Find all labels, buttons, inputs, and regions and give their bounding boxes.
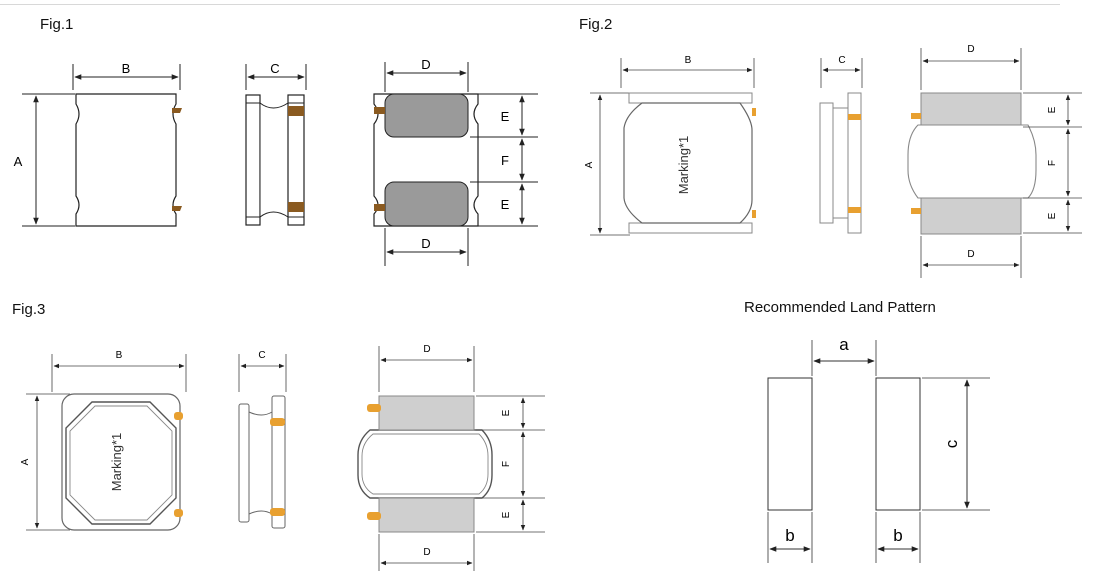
fig3-dim-d-bottom: D <box>378 534 475 571</box>
fig1-label-f: F <box>501 153 509 168</box>
fig2-label-f: F <box>1047 160 1058 166</box>
fig1-pad-top <box>384 93 469 138</box>
fig1-side-view <box>245 94 305 226</box>
fig2-dim-d-top: D <box>920 44 1022 90</box>
fig3-label-c: C <box>258 350 265 361</box>
fig3-marking: Marking*1 <box>109 433 124 492</box>
fig2-label-d-bottom: D <box>967 249 974 260</box>
fig3-dim-c: C <box>238 350 287 392</box>
land-pad-left <box>767 377 813 511</box>
land-dim-b-left: b <box>767 512 813 563</box>
land-dim-a: a <box>811 335 877 376</box>
fig2-label-c: C <box>838 55 845 66</box>
fig1-dim-b: B <box>72 61 181 90</box>
fig1-group: B A C <box>14 57 538 266</box>
fig1-dim-a: A <box>14 93 75 227</box>
land-pattern-caption: Recommended Land Pattern <box>744 299 936 316</box>
fig3-dim-d-top: D <box>378 344 475 392</box>
fig3-label-e-bottom: E <box>501 511 512 518</box>
fig2-side-view <box>819 92 862 234</box>
fig1-label-a: A <box>14 154 23 169</box>
fig3-label-d-bottom: D <box>423 547 430 558</box>
fig2-group: B A Marking*1 C <box>584 44 1082 278</box>
land-label-a: a <box>839 335 849 354</box>
fig2-pad-top <box>920 92 1022 126</box>
fig2-bottom-view <box>907 92 1037 235</box>
fig1-terminal-bottom <box>172 206 182 211</box>
fig3-side-view <box>238 395 286 529</box>
top-divider <box>0 4 1060 5</box>
land-pattern-group: a c b b <box>767 335 990 563</box>
fig1-caption: Fig.1 <box>40 16 74 33</box>
fig1-label-e-bottom: E <box>501 197 510 212</box>
fig2-label-a: A <box>584 161 595 168</box>
fig2-dim-a: A <box>584 92 630 236</box>
fig3-bottom-view <box>357 395 493 533</box>
fig2-label-e-top: E <box>1047 106 1058 113</box>
fig3-dim-b: B <box>51 350 187 392</box>
land-pad-right <box>875 377 921 511</box>
fig2-dim-d-bottom: D <box>920 236 1022 278</box>
fig1-bottom-view <box>373 93 479 227</box>
fig2-label-b: B <box>685 55 692 66</box>
fig3-label-e-top: E <box>501 409 512 416</box>
fig3-group: B A Marking*1 C <box>20 344 545 571</box>
fig3-caption: Fig.3 <box>12 301 46 318</box>
fig2-pad-bottom <box>920 197 1022 235</box>
land-label-b-left: b <box>785 526 794 545</box>
fig2-marking: Marking*1 <box>676 136 691 195</box>
fig3-label-f: F <box>501 461 512 467</box>
fig2-dim-c: C <box>820 55 863 88</box>
fig3-label-a: A <box>20 458 31 465</box>
fig3-dim-efe: E F E <box>476 395 545 533</box>
fig1-dim-efe: E F E <box>470 93 538 227</box>
land-dim-b-right: b <box>875 512 921 563</box>
fig2-caption: Fig.2 <box>579 16 613 33</box>
fig1-dim-c: C <box>245 61 307 90</box>
fig3-label-b: B <box>116 350 123 361</box>
fig1-pad-bottom <box>384 181 469 227</box>
fig1-label-d-top: D <box>421 57 430 72</box>
fig1-label-e-top: E <box>501 109 510 124</box>
fig2-label-d-top: D <box>967 44 974 55</box>
fig1-label-d-bottom: D <box>421 236 430 251</box>
land-label-c: c <box>942 439 961 448</box>
fig1-label-c: C <box>270 61 279 76</box>
fig1-terminal-top <box>172 108 182 113</box>
fig1-dim-d-top: D <box>384 57 469 92</box>
fig2-label-e-bottom: E <box>1047 212 1058 219</box>
fig3-dim-a: A <box>20 393 70 531</box>
fig3-top-view: Marking*1 <box>61 393 183 531</box>
fig1-label-b: B <box>122 61 131 76</box>
fig3-pad-top <box>378 395 475 431</box>
fig3-label-d-top: D <box>423 344 430 355</box>
land-label-b-right: b <box>893 526 902 545</box>
land-dim-c: c <box>922 377 990 511</box>
fig2-dim-b: B <box>620 55 755 88</box>
fig2-dim-efe: E F E <box>1023 92 1082 234</box>
fig2-top-view: Marking*1 <box>623 92 756 234</box>
fig1-dim-d-bottom: D <box>384 228 469 266</box>
fig3-pad-bottom <box>378 497 475 533</box>
fig1-top-view <box>75 93 177 227</box>
